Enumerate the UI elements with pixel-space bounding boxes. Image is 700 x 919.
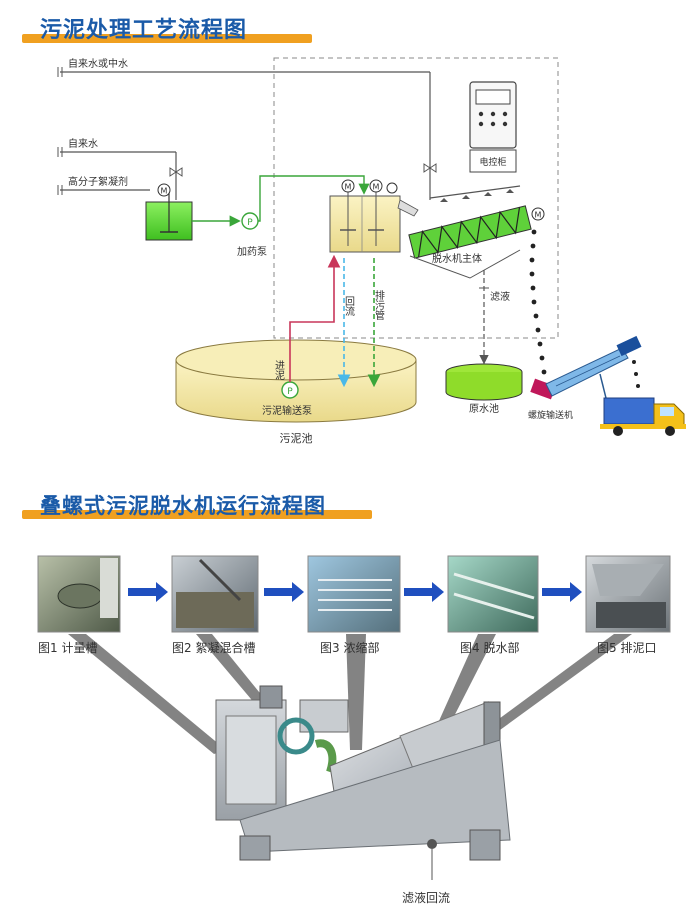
svg-text:自来水或中水: 自来水或中水	[68, 57, 128, 70]
motor-icon	[531, 207, 545, 221]
svg-text:电控柜: 电控柜	[479, 156, 506, 168]
svg-text:M: M	[535, 211, 542, 220]
valve-icon	[423, 163, 437, 173]
svg-text:排污管: 排污管	[373, 289, 385, 321]
svg-text:原水池: 原水池	[469, 402, 499, 415]
section1-title-underline	[22, 34, 312, 43]
filtrate-return-label: 滤液回流	[402, 890, 450, 905]
svg-text:P: P	[247, 218, 253, 228]
sludge-cake-drop	[529, 229, 547, 375]
section2-title-underline	[22, 510, 372, 519]
step-photo-5	[585, 555, 671, 633]
process-diagram: M P 加药泵 M M M 脱水机主体 电控柜 滤液	[57, 57, 686, 445]
step-photo-1	[37, 555, 121, 633]
svg-text:M: M	[345, 183, 352, 192]
sludge-feed-line	[289, 254, 341, 382]
meter-icon	[386, 182, 398, 194]
motor-icon	[369, 179, 383, 193]
dewatering-machine	[215, 685, 511, 880]
flow-arrows	[128, 582, 582, 602]
section2-title: 叠螺式污泥脱水机运行流程图	[40, 494, 326, 518]
dosing-line	[258, 175, 370, 222]
step-label-4: 图4 脱水部	[460, 640, 519, 655]
section2-title-wrap: 叠螺式污泥脱水机运行流程图	[22, 490, 382, 524]
step-label-3: 图3 浓缩部	[320, 640, 379, 655]
flocculation-mixing-tank	[329, 195, 401, 253]
svg-text:自来水: 自来水	[68, 137, 98, 150]
screw-conveyor	[530, 335, 642, 400]
motor-icon	[157, 183, 171, 197]
step-photo-3	[307, 555, 401, 633]
svg-text:回流: 回流	[343, 296, 355, 317]
svg-text:高分子絮凝剂: 高分子絮凝剂	[68, 175, 128, 188]
step-photo-4	[447, 555, 539, 633]
step-label-1: 图1 计量槽	[38, 641, 97, 655]
step-label-2: 图2 絮凝混合槽	[172, 640, 255, 655]
raw-water-tank	[445, 372, 523, 401]
truck-icon	[600, 397, 686, 436]
svg-text:进泥: 进泥	[273, 360, 285, 381]
step-photo-2	[171, 555, 259, 633]
svg-text:滤液: 滤液	[490, 290, 510, 303]
section1-title: 污泥处理工艺流程图	[40, 18, 248, 43]
svg-text:M: M	[373, 183, 380, 192]
operation-diagram: 图1 计量槽 图2 絮凝混合槽 图3 浓缩部 图4 脱水部 图5 排泥口 滤液回…	[37, 555, 671, 905]
equipment-boundary	[273, 57, 559, 339]
filtrate-outlet-icon	[427, 839, 437, 849]
motor-icon	[341, 179, 355, 193]
dewater-main-body	[408, 205, 532, 259]
svg-text:螺旋输送机: 螺旋输送机	[528, 409, 573, 421]
svg-text:P: P	[287, 387, 293, 397]
section1-title-wrap: 污泥处理工艺流程图	[22, 12, 322, 46]
svg-text:脱水机主体: 脱水机主体	[432, 252, 482, 265]
svg-text:污泥输送泵: 污泥输送泵	[262, 404, 312, 417]
step-label-5: 图5 排泥口	[597, 641, 656, 655]
svg-text:污泥池: 污泥池	[280, 432, 313, 445]
svg-text:M: M	[161, 187, 168, 196]
svg-text:加药泵: 加药泵	[237, 246, 267, 258]
